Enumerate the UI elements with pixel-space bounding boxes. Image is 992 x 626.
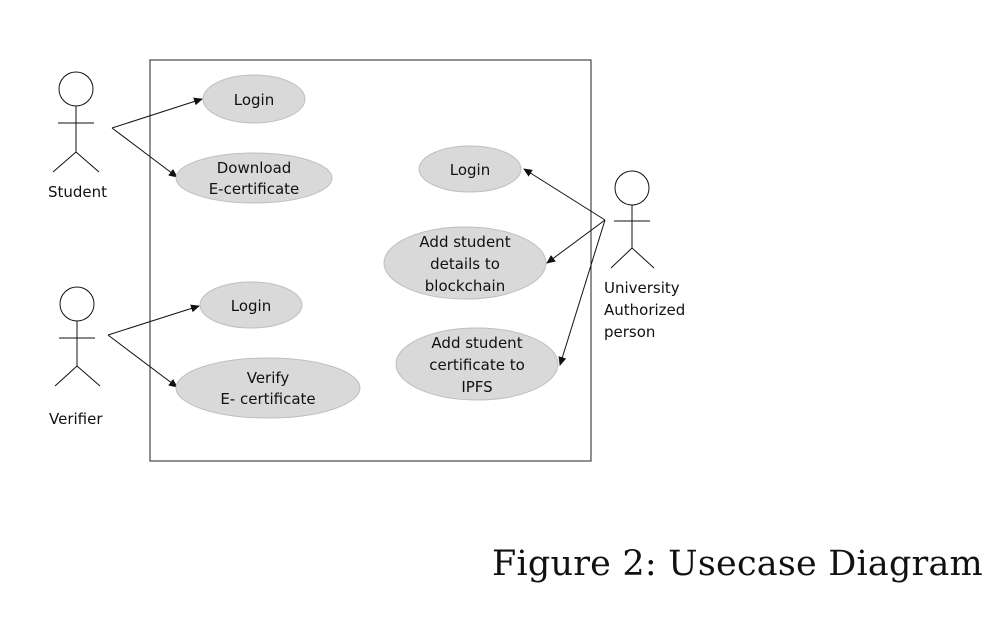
actor-university xyxy=(610,170,655,269)
assoc-university-login xyxy=(523,168,606,221)
label-line: details to xyxy=(430,255,500,273)
assoc-verifier-login xyxy=(107,304,200,336)
use-case-add-student-details: Add student details to blockchain xyxy=(383,226,547,300)
actor-university-head xyxy=(614,170,650,206)
label-line: blockchain xyxy=(425,277,505,295)
label-line: certificate to xyxy=(429,356,525,374)
label-line: Authorized xyxy=(604,301,685,319)
figure-caption: Figure 2: Usecase Diagram xyxy=(492,544,983,584)
actor-student xyxy=(52,71,100,173)
use-case-verify-certificate: Verify E- certificate xyxy=(175,357,361,419)
assoc-student-login xyxy=(111,97,203,129)
use-case-university-login: Login xyxy=(418,145,522,193)
label-line: Login xyxy=(234,91,274,109)
label-line: Add student xyxy=(431,334,522,352)
actor-student-head xyxy=(58,71,94,107)
label-line: Login xyxy=(450,161,490,179)
label-line: E-certificate xyxy=(209,180,300,198)
associations xyxy=(107,97,606,388)
svg-text:Login: Login xyxy=(231,297,271,315)
label-line: Login xyxy=(231,297,271,315)
system-boundary xyxy=(149,59,592,462)
label-line: IPFS xyxy=(461,378,492,396)
use-case-student-login: Login xyxy=(202,74,306,124)
use-case-add-certificate-ipfs: Add student certificate to IPFS xyxy=(395,327,559,401)
label-line: Download xyxy=(217,159,292,177)
label-line: Verify xyxy=(247,369,290,387)
label-line: Add student xyxy=(419,233,510,251)
label-line: University xyxy=(604,279,680,297)
label-line: person xyxy=(604,323,655,341)
assoc-student-download xyxy=(111,127,178,178)
use-case-verifier-login: Login xyxy=(199,281,303,329)
actor-verifier-label: Verifier xyxy=(49,410,103,428)
actor-student-label: Student xyxy=(48,183,107,201)
svg-text:Login: Login xyxy=(234,91,274,109)
assoc-verifier-verify xyxy=(107,334,178,388)
svg-text:Login: Login xyxy=(450,161,490,179)
assoc-university-add-details xyxy=(546,219,606,264)
label-line: E- certificate xyxy=(220,390,315,408)
assoc-university-add-ipfs xyxy=(558,219,606,366)
actor-verifier-head xyxy=(59,286,95,322)
actor-verifier xyxy=(54,286,101,387)
